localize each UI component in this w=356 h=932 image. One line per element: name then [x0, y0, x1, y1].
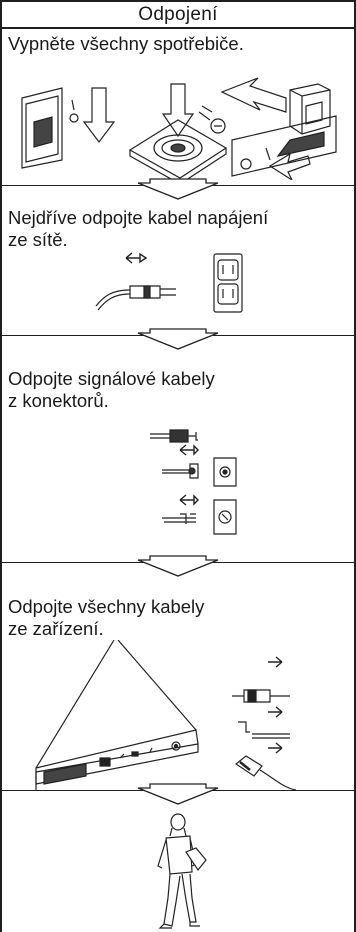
down-arrow-2-icon — [0, 327, 356, 351]
down-arrow-4-icon — [0, 782, 356, 806]
person-walking-icon — [0, 812, 356, 932]
unplug-device-icon — [222, 78, 330, 134]
press-power-button-icon — [130, 84, 226, 180]
step-2-illustration — [0, 250, 356, 320]
wall-outlet-icon — [214, 254, 242, 312]
left-border — [0, 0, 2, 932]
wall-socket-icon — [214, 458, 236, 534]
page-title: Odpojení — [2, 0, 354, 29]
down-arrow-1-icon — [0, 177, 356, 201]
step-3-illustration — [0, 418, 356, 540]
step-1-text: Vypněte všechny spotřebiče. — [8, 33, 244, 54]
step-2-text: Nejdříve odpojte kabel napájení ze sítě. — [8, 207, 269, 250]
power-cable-icon — [96, 253, 176, 310]
cable-remove-icon — [232, 657, 296, 790]
switch-off-arrow-icon — [232, 116, 336, 180]
down-arrow-3-icon — [0, 554, 356, 578]
step-4-illustration — [0, 640, 356, 790]
laptop-ports-icon — [36, 640, 198, 790]
step-4-text: Odpojte všechny kabely ze zařízení. — [8, 596, 205, 639]
step-3-text: Odpojte signálové kabely z konektorů. — [8, 368, 215, 411]
step-1-illustration — [0, 60, 356, 180]
signal-cable-icon — [150, 430, 198, 524]
power-switch-off-icon — [22, 88, 114, 168]
right-border — [354, 0, 356, 932]
